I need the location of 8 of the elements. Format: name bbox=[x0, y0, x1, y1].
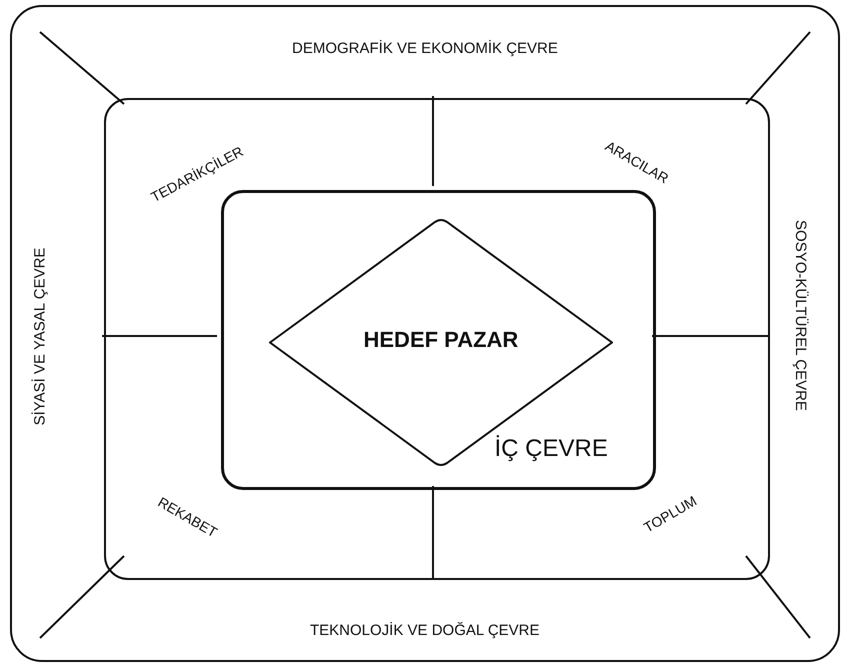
environment-label: SOSYO-KÜLTÜREL ÇEVRE bbox=[791, 220, 808, 410]
target-market-label: HEDEF PAZAR bbox=[364, 327, 518, 353]
environment-label: SİYASİ VE YASAL ÇEVRE bbox=[31, 247, 48, 425]
outer-frame bbox=[10, 5, 840, 662]
environment-label: TEKNOLOJİK VE DOĞAL ÇEVRE bbox=[310, 622, 540, 638]
inner-environment-label: İÇ ÇEVRE bbox=[494, 435, 608, 463]
middle-frame bbox=[104, 98, 770, 580]
environment-label: DEMOGRAFİK VE EKONOMİK ÇEVRE bbox=[292, 40, 558, 56]
